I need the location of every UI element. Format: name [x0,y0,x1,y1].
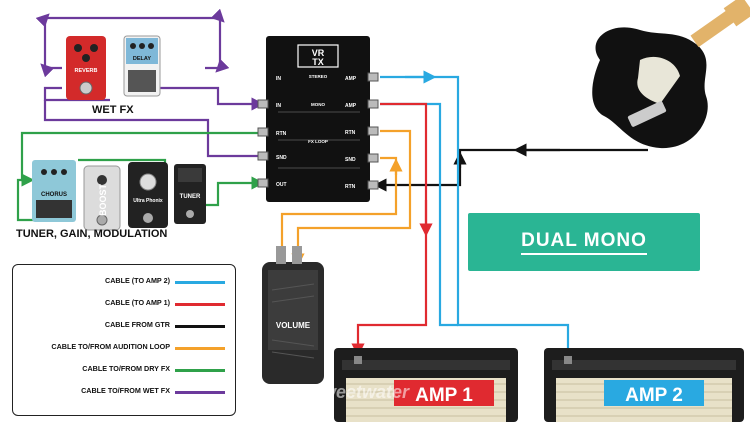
fuzz-pedal [128,162,168,228]
legend-swatch [175,369,225,372]
switcher-right-jack-1: AMP [345,76,357,82]
switcher-right-jack-5: RTN [345,184,356,190]
tuner-pedal-label: TUNER [180,194,201,200]
switcher-left-jack-2: IN [276,103,281,109]
legend-swatch [175,347,225,350]
legend-label: CABLE FROM GTR [104,320,170,329]
audition-loop-cable [280,129,412,267]
cable-legend: CABLE (TO AMP 2) CABLE (TO AMP 1) CABLE … [12,264,236,416]
watermark: Sweetwater [310,382,410,402]
switcher-section-stereo: STEREO [309,74,328,79]
legend-row-amp2: CABLE (TO AMP 2) [13,275,235,291]
switcher-right-jack-4: SND [345,157,356,163]
fuzz-pedal-label: Ultra Phonix [133,198,163,204]
legend-row-wet: CABLE TO/FROM WET FX [13,385,235,401]
switcher-logo-bottom: TX [312,57,324,67]
guitar [592,0,750,149]
legend-label: CABLE TO/FROM DRY FX [82,364,170,373]
delay-pedal-label: DELAY [133,56,151,62]
wet-fx-cables [35,8,265,158]
mode-callout-text: DUAL MONO [521,230,647,255]
switcher-jacks [257,72,379,190]
legend-swatch [175,281,225,284]
switcher-left-jack-1: IN [276,76,281,82]
legend-row-gtr: CABLE FROM GTR [13,319,235,335]
guitar-cable [373,143,648,192]
mode-callout: DUAL MONO [468,213,700,271]
amp1-label: AMP 1 [415,385,473,406]
legend-label: CABLE (TO AMP 1) [105,298,170,307]
switcher-right-jack-3: RTN [345,130,356,136]
amp1-cable [351,102,433,357]
volume-pedal-label: VOLUME [276,321,311,330]
chorus-pedal [32,160,76,222]
switcher-logo-top: VR [312,48,325,58]
switcher-section-mono: MONO [311,102,325,107]
switcher-left-jack-3: RTN [276,131,287,137]
wet-fx-label: WET FX [92,104,134,116]
switcher-right-jack-2: AMP [345,103,357,109]
legend-swatch [175,325,225,328]
switcher-left-jack-4: SND [276,155,287,161]
reverb-pedal-label: REVERB [75,68,98,74]
legend-row-amp1: CABLE (TO AMP 1) [13,297,235,313]
delay-pedal [123,35,161,97]
switcher-left-jack-5: OUT [276,182,287,188]
boost-pedal [83,165,121,231]
amp2 [544,348,744,422]
tuner-pedal [174,164,206,224]
legend-row-dry: CABLE TO/FROM DRY FX [13,363,235,379]
legend-swatch [175,391,225,394]
legend-label: CABLE TO/FROM WET FX [81,386,170,395]
legend-label: CABLE TO/FROM AUDITION LOOP [51,342,170,351]
reverb-pedal [66,36,106,100]
legend-label: CABLE (TO AMP 2) [105,276,170,285]
dry-fx-label: TUNER, GAIN, MODULATION [16,228,168,240]
amp2-label: AMP 2 [625,385,683,406]
switcher-section-fx-loop: FX LOOP [308,139,328,144]
vrtx-switcher [266,36,370,202]
legend-row-audition: CABLE TO/FROM AUDITION LOOP [13,341,235,357]
boost-pedal-label: BOOST [98,184,108,217]
amp1 [334,348,518,422]
legend-swatch [175,303,225,306]
volume-pedal [262,246,324,384]
chorus-pedal-label: CHORUS [41,192,67,198]
